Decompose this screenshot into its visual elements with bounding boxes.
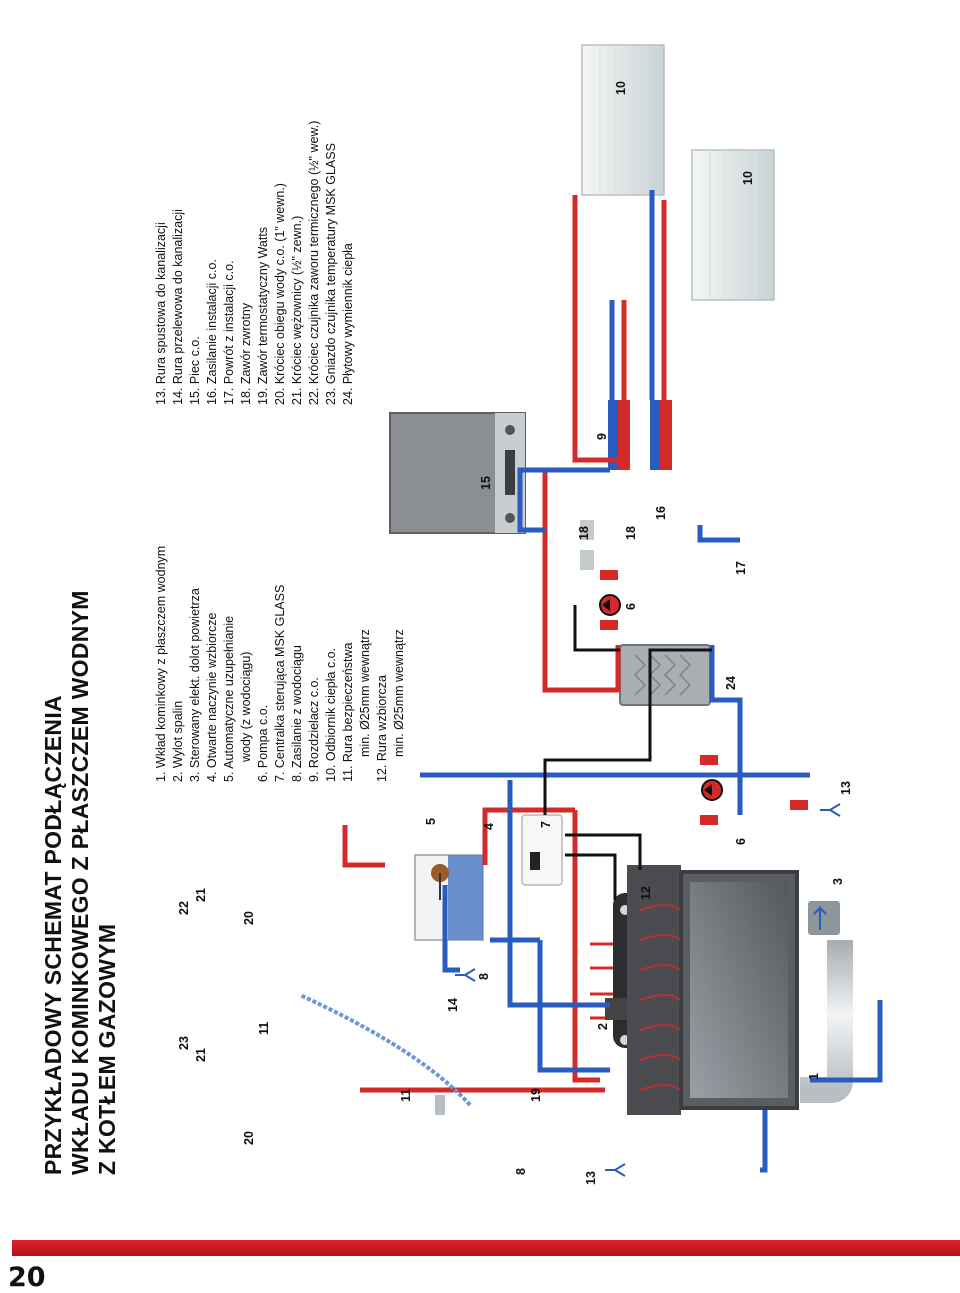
legend-item: 21. Króciec wężownicy (½" zewn.) — [290, 215, 304, 405]
callout-7: 7 — [539, 821, 553, 828]
legend-item: 9. Rozdzielacz c.o. — [307, 677, 321, 782]
air-damper — [808, 901, 840, 935]
legend-item: 1. Wkład kominkowy z płaszczem wodnym — [154, 545, 168, 782]
plate-heat-exchanger — [619, 644, 711, 706]
callout-12: 12 — [639, 886, 653, 900]
callout-24: 24 — [724, 676, 738, 690]
callout-20: 20 — [242, 911, 256, 925]
callout-8: 8 — [477, 973, 491, 980]
callout-10: 10 — [614, 81, 628, 95]
check-valve-2 — [580, 520, 594, 540]
legend-item: 19. Zawór termostatyczny Watts — [256, 226, 270, 405]
legend-item: 20. Króciec obiegu wody c.o. (1" wewn.) — [273, 183, 287, 405]
callout-13: 13 — [839, 781, 853, 795]
callout-13: 13 — [584, 1171, 598, 1185]
callout-4: 4 — [482, 823, 496, 830]
legend-item: 23. Gniazdo czujnika temperatury MSK GLA… — [324, 143, 338, 405]
valves — [600, 570, 808, 825]
thermostatic-valve — [435, 1095, 445, 1115]
radiator-top — [581, 44, 665, 196]
callout-3: 3 — [831, 878, 845, 885]
callout-21: 21 — [194, 1048, 208, 1062]
legend-item: 4. Otwarte naczynie wzbiorcze — [205, 612, 219, 782]
supply-pipes — [342, 195, 667, 1093]
manifold — [608, 400, 672, 470]
legend-item: 17. Powrót z instalacji c.o. — [222, 260, 236, 405]
connection-diagram — [299, 44, 883, 1177]
control-unit — [521, 814, 563, 886]
legend-item: 7. Centralka sterująca MSK GLASS — [273, 584, 287, 782]
callout-17: 17 — [734, 561, 748, 575]
legend-item: 2. Wylot spalin — [171, 700, 185, 782]
legend-item: 22. Króciec czujnika zaworu termicznego … — [307, 120, 321, 405]
insert-water-jacket — [627, 865, 681, 1115]
fireplace-insert — [605, 865, 853, 1115]
footer-bar — [12, 1240, 960, 1256]
callout-5: 5 — [424, 818, 438, 825]
drain-13b — [820, 803, 841, 817]
pump-upper — [599, 594, 621, 616]
legend-item: 24. Płytowy wymiennik ciepła — [341, 243, 355, 405]
control-display — [530, 852, 540, 870]
callout-2: 2 — [596, 1023, 610, 1030]
legend-item: min. Ø25mm wewnątrz — [392, 629, 406, 757]
legend-item: 3. Sterowany elekt. dolot powietrza — [188, 588, 202, 782]
callout-10: 10 — [741, 171, 755, 185]
callout-1: 1 — [807, 1073, 821, 1080]
drain-13a — [605, 1163, 626, 1177]
legend-item: 13. Rura spustowa do kanalizacji — [154, 222, 168, 405]
insert-coil — [639, 904, 681, 1091]
callout-11: 11 — [399, 1088, 413, 1102]
legend-item: 18. Zawór zwrotny — [239, 302, 253, 405]
callout-6: 6 — [734, 838, 748, 845]
callout-6: 6 — [624, 603, 638, 610]
legend-item: 5. Automatyczne uzupełnianie — [222, 615, 236, 782]
callout-9: 9 — [595, 433, 609, 440]
pump-lower — [701, 779, 723, 801]
callout-20: 20 — [242, 1131, 256, 1145]
flue-outlet — [605, 998, 627, 1020]
radiators — [581, 44, 775, 301]
callout-11: 11 — [257, 1021, 271, 1035]
callout-22: 22 — [177, 901, 191, 915]
callout-23: 23 — [177, 1036, 191, 1050]
legend-item: wody (z wodociągu) — [239, 651, 253, 762]
legend-item: 14. Rura przelewowa do kanalizacji — [171, 209, 185, 405]
legend-item: 8. Zasilanie z wodociągu — [290, 645, 304, 782]
radiator-bottom — [691, 149, 775, 301]
callout-14: 14 — [446, 998, 460, 1012]
callout-21: 21 — [194, 888, 208, 902]
expansion-vessel — [414, 854, 484, 941]
page-number: 20 — [8, 1262, 46, 1293]
legend-item: 11. Rura bezpieczeństwa — [341, 642, 355, 782]
callout-19: 19 — [529, 1088, 543, 1102]
legend-item: 6. Pompa c.o. — [256, 704, 270, 782]
legend-item: 12. Rura wzbiorcza — [375, 675, 389, 782]
callout-16: 16 — [654, 506, 668, 520]
callout-18: 18 — [577, 526, 591, 540]
legend-item: 16. Zasilanie instalacji c.o. — [205, 259, 219, 405]
control-lines — [543, 605, 712, 900]
drain-14 — [455, 968, 476, 982]
rotated-diagram-page: PRZYKŁADOWY SCHEMAT PODŁĄCZENIA WKŁADU K… — [40, 44, 883, 1185]
legend-item: 10. Odbiornik ciepła c.o. — [324, 647, 338, 782]
legend-item: min. Ø25mm wewnątrz — [358, 629, 372, 757]
callout-15: 15 — [479, 476, 493, 490]
thermostatic-hose — [299, 993, 472, 1107]
check-valve — [580, 550, 594, 570]
callout-8: 8 — [514, 1168, 528, 1175]
return-pipes — [420, 190, 883, 1173]
gas-boiler — [389, 412, 526, 534]
air-intake-pipe — [800, 940, 853, 1103]
callout-18: 18 — [624, 526, 638, 540]
legend-item: 15. Piec c.o. — [188, 336, 202, 405]
insert-glass — [690, 882, 788, 1098]
